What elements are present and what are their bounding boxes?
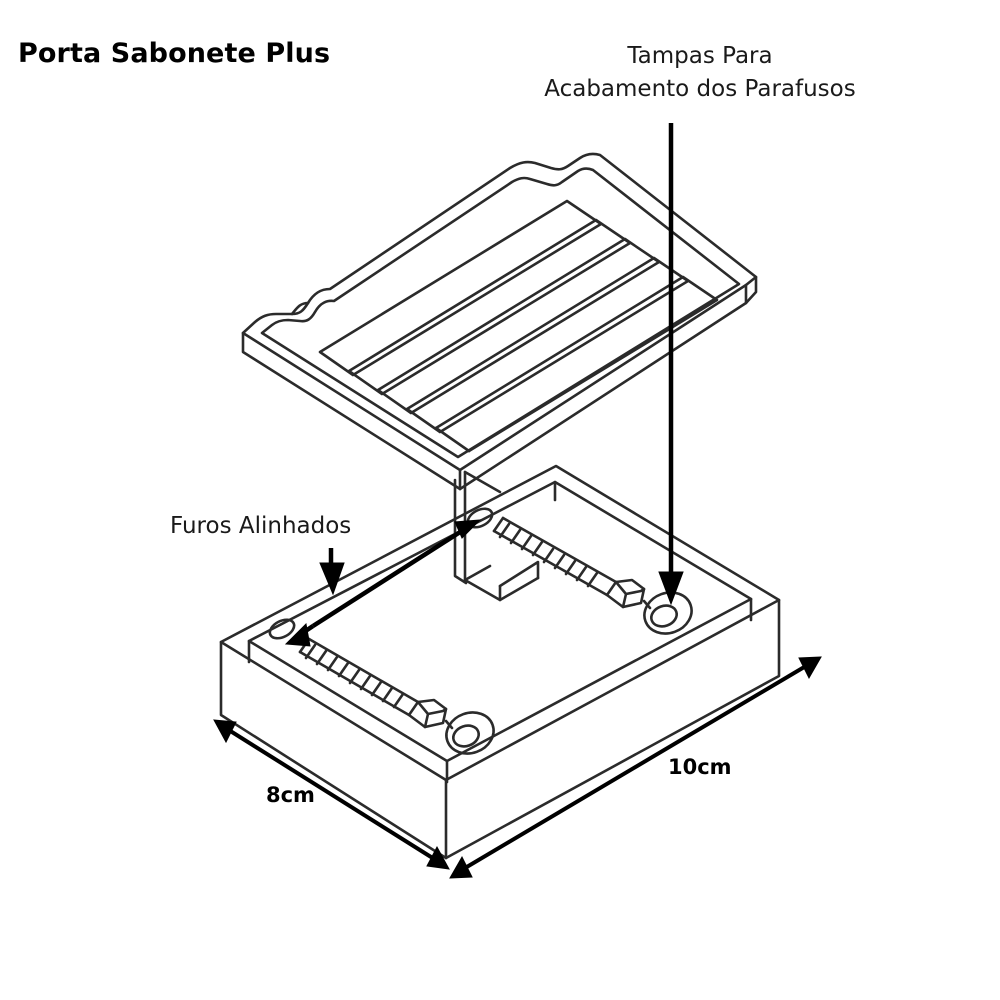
arrow-furos-left <box>319 548 345 596</box>
callout-tampas-line1: Tampas Para <box>627 43 773 69</box>
screw-assembly-right <box>492 516 693 635</box>
dimension-arrow-width <box>213 719 450 870</box>
screw-cap-right <box>643 591 693 635</box>
tray-base <box>219 464 781 860</box>
page-title: Porta Sabonete Plus <box>18 38 331 69</box>
callout-label-tampas: Tampas Para Acabamento dos Parafusos <box>500 40 900 105</box>
callout-arrows <box>213 123 822 879</box>
lid-plate <box>241 152 758 491</box>
arrow-tampas <box>658 123 684 606</box>
dimension-label-length: 10cm <box>668 755 732 779</box>
screw-cap-left <box>445 711 495 755</box>
dimension-arrow-length <box>449 656 822 879</box>
mounting-hole-left <box>268 618 296 640</box>
callout-label-furos: Furos Alinhados <box>170 513 352 539</box>
dimension-label-width: 8cm <box>266 783 315 807</box>
lid-grooves <box>318 199 719 453</box>
arrow-furos-to-holes <box>284 519 482 647</box>
callout-tampas-line2: Acabamento dos Parafusos <box>544 75 856 102</box>
screw-assembly-left <box>298 637 495 755</box>
